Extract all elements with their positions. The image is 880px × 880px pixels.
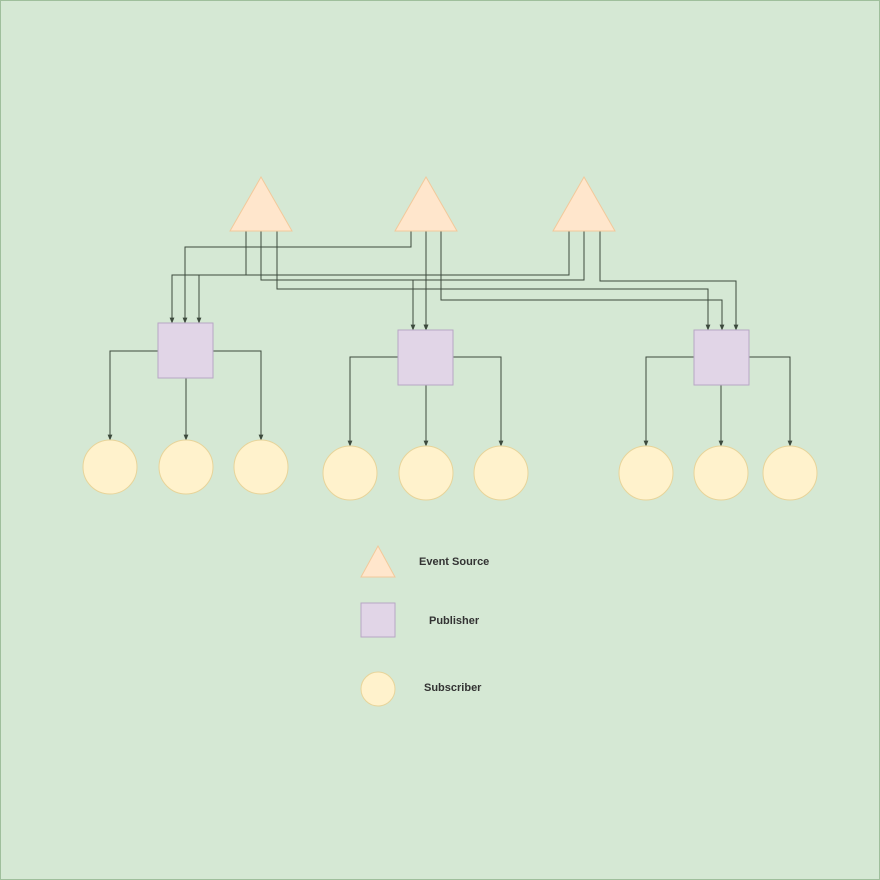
subscriber-2-1[interactable] — [322, 445, 378, 501]
legend-publisher-label: Publisher — [429, 615, 480, 627]
connector-event-source-3-to-publisher-1 — [169, 231, 570, 324]
publisher-1[interactable] — [157, 322, 214, 379]
legend-publisher-icon — [360, 602, 396, 638]
connector-publisher-2-to-subscriber-2-1 — [347, 356, 398, 447]
legend-event-source-label: Event Source — [419, 556, 489, 568]
event-source-2[interactable] — [394, 175, 458, 232]
subscriber-1-2[interactable] — [158, 439, 214, 495]
legend-subscriber-icon — [360, 671, 396, 707]
legend-subscriber-label: Subscriber — [424, 682, 482, 694]
subscriber-3-3[interactable] — [762, 445, 818, 501]
event-source-3[interactable] — [552, 175, 616, 232]
connector-publisher-2-to-subscriber-2-3 — [453, 356, 504, 447]
connector-publisher-1-to-subscriber-1-3 — [213, 350, 264, 441]
connector-event-source-2-to-publisher-1 — [182, 231, 412, 324]
connector-publisher-3-to-subscriber-3-1 — [643, 356, 694, 447]
connector-event-source-3-to-publisher-2 — [410, 231, 585, 331]
event-source-1[interactable] — [229, 175, 293, 232]
connector-publisher-1-to-subscriber-1-1 — [107, 350, 158, 441]
publisher-2[interactable] — [397, 329, 454, 386]
subscriber-3-2[interactable] — [693, 445, 749, 501]
connector-publisher-3-to-subscriber-3-3 — [749, 356, 793, 447]
subscriber-3-1[interactable] — [618, 445, 674, 501]
connector-event-source-1-to-publisher-3 — [276, 231, 711, 331]
subscriber-2-3[interactable] — [473, 445, 529, 501]
subscriber-1-1[interactable] — [82, 439, 138, 495]
subscriber-1-3[interactable] — [233, 439, 289, 495]
connector-event-source-3-to-publisher-3 — [599, 231, 739, 331]
legend-event-source-icon — [360, 544, 396, 578]
subscriber-2-2[interactable] — [398, 445, 454, 501]
connector-event-source-2-to-publisher-3 — [440, 231, 725, 331]
connector-layer — [107, 231, 793, 447]
legend: Event Source Publisher Subscriber — [360, 544, 489, 707]
publisher-3[interactable] — [693, 329, 750, 386]
